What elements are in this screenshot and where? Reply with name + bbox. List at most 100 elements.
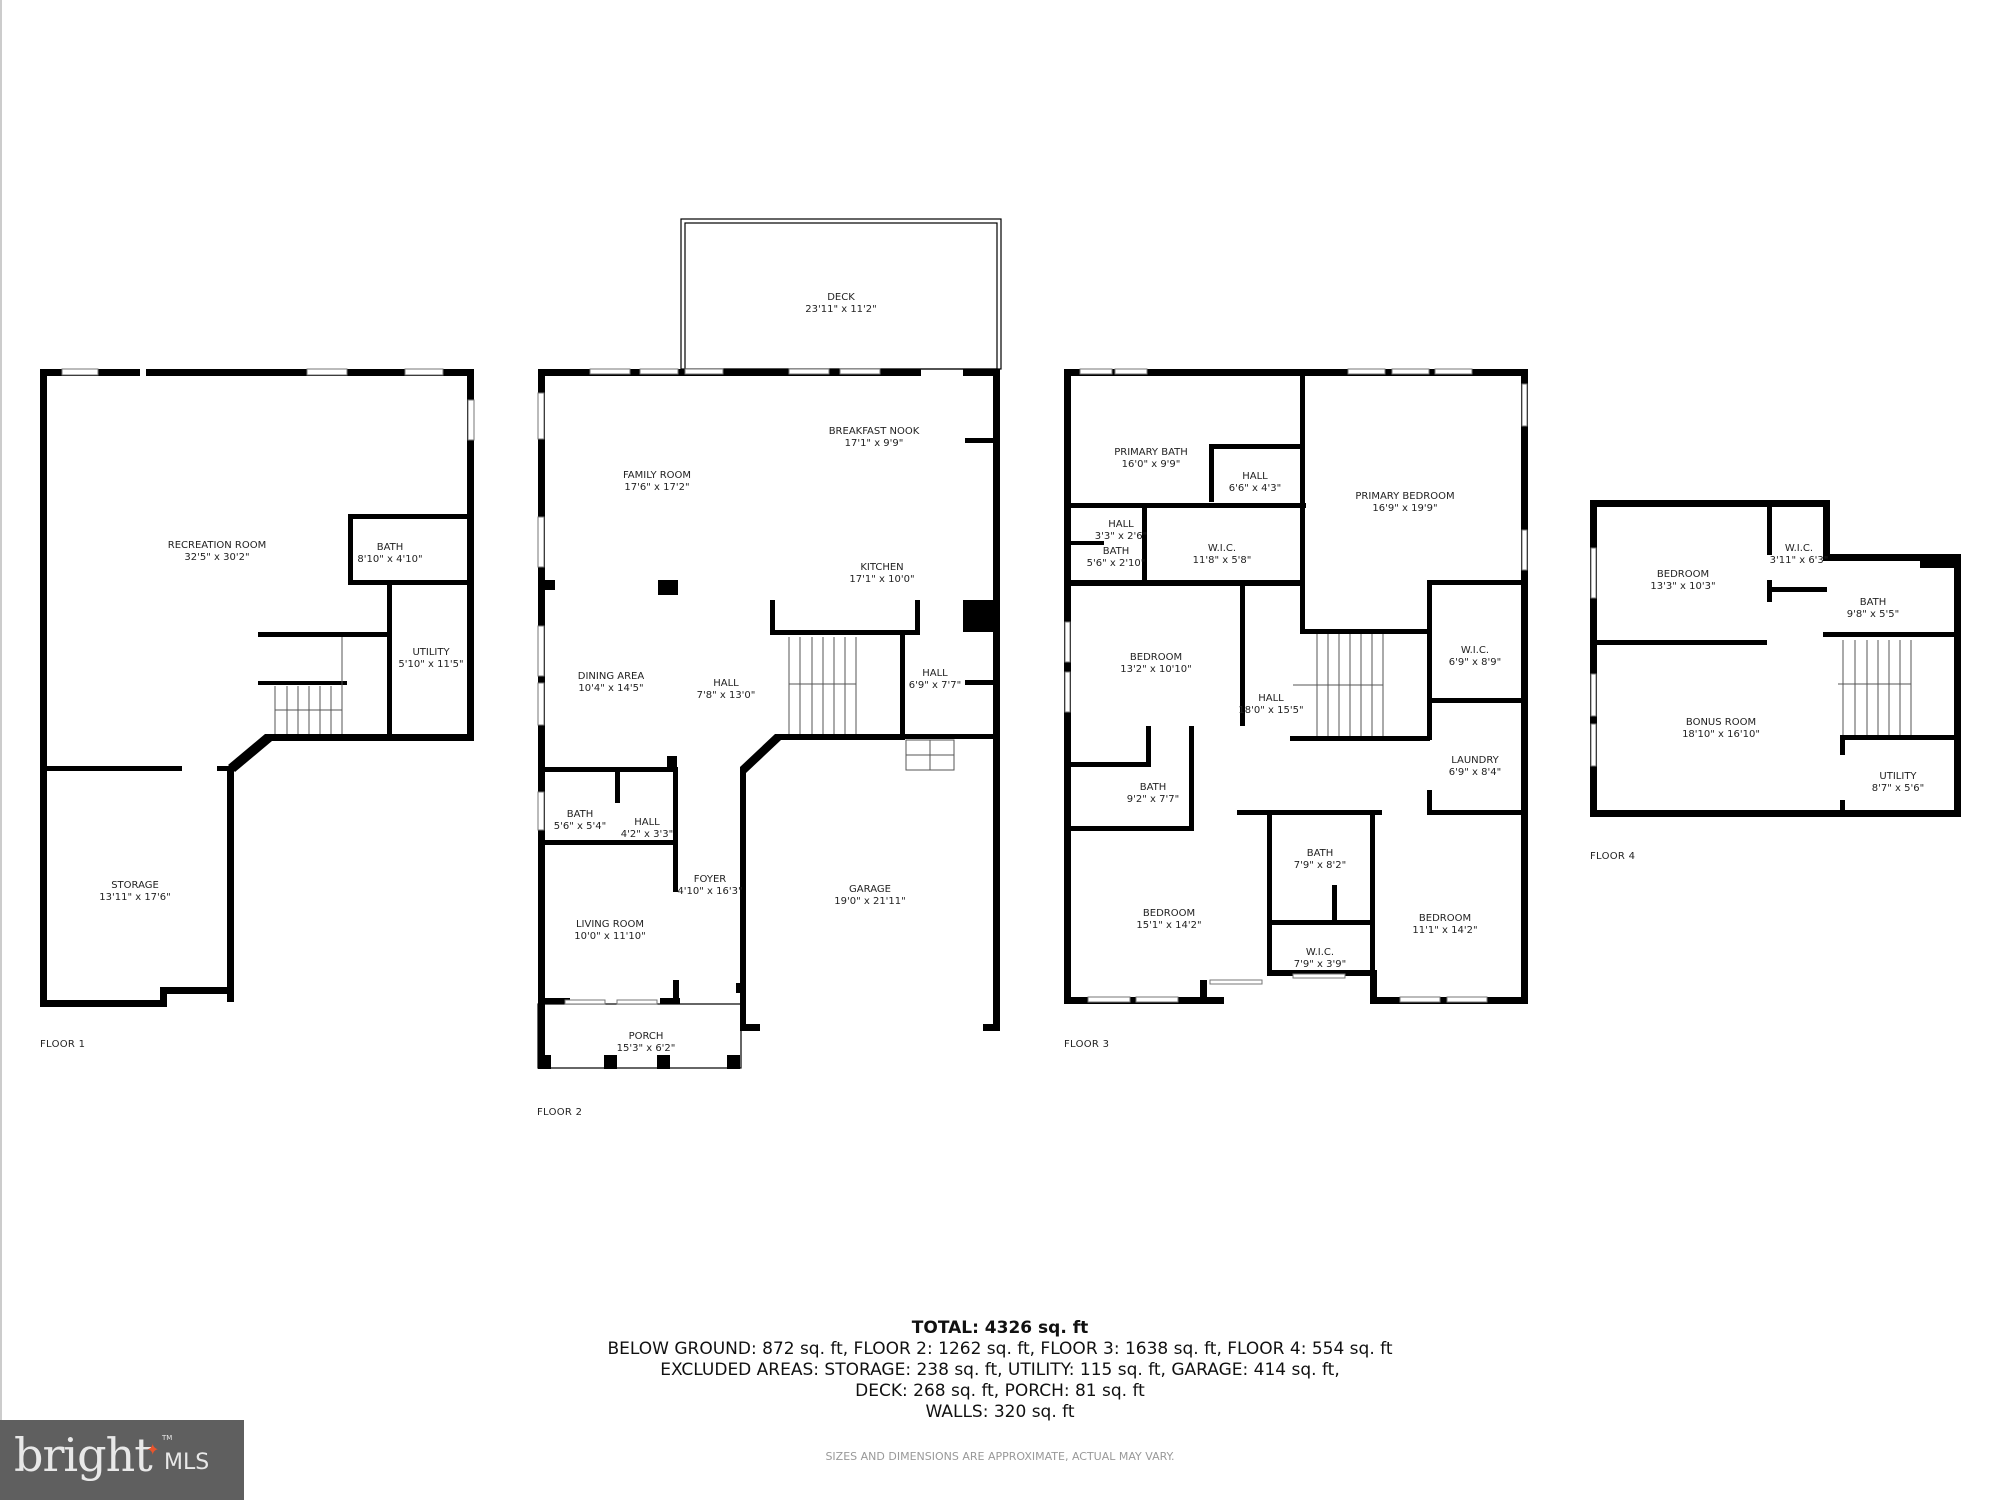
room-dims: 9'2" x 7'7" <box>1126 794 1180 805</box>
room-breakfast-nook: BREAKFAST NOOK 17'1" x 9'9" <box>829 426 920 450</box>
sparkle-icon: ✦ <box>146 1440 160 1459</box>
room-dims: 18'0" x 15'5" <box>1238 705 1304 716</box>
room-dims: 10'0" x 11'10" <box>574 931 646 942</box>
room-dims: 18'10" x 16'10" <box>1682 729 1760 740</box>
room-dims: 6'9" x 8'9" <box>1448 657 1502 668</box>
room-dims: 23'11" x 11'2" <box>805 304 877 315</box>
room-dims: 17'1" x 9'9" <box>844 438 904 449</box>
room-name: GARAGE <box>849 884 891 895</box>
room-bedroom-left: BEDROOM 15'1" x 14'2" <box>1136 908 1201 932</box>
room-name: BONUS ROOM <box>1685 717 1757 728</box>
room-dims: 3'3" x 2'6" <box>1094 531 1148 542</box>
room-hall-small: HALL 4'2" x 3'3" <box>621 817 673 841</box>
excluded-areas-continued: DECK: 268 sq. ft, PORCH: 81 sq. ft <box>855 1381 1145 1401</box>
room-name: W.I.C. <box>1460 645 1490 656</box>
floor-4-label: FLOOR 4 <box>1590 851 1636 862</box>
room-bath: BATH 8'10" x 4'10" <box>357 542 422 566</box>
total-area: TOTAL: 4326 sq. ft <box>911 1318 1089 1338</box>
room-dims: 9'8" x 5'5" <box>1846 609 1900 620</box>
walls-area: WALLS: 320 sq. ft <box>925 1402 1075 1422</box>
room-bath: BATH 9'2" x 7'7" <box>1127 782 1179 806</box>
floor-3-walls <box>1064 368 1528 1004</box>
room-name: LIVING ROOM <box>575 919 645 930</box>
room-hall-central: HALL 18'0" x 15'5" <box>1238 693 1303 717</box>
room-name: BATH <box>566 809 594 820</box>
room-name: KITCHEN <box>860 562 904 573</box>
room-dims: 15'1" x 14'2" <box>1136 920 1202 931</box>
room-name: DECK <box>827 292 855 303</box>
room-dims: 19'0" x 21'11" <box>834 896 906 907</box>
room-dims: 8'10" x 4'10" <box>357 554 423 565</box>
room-deck: DECK 23'11" x 11'2" <box>805 292 877 316</box>
room-dims: 13'3" x 10'3" <box>1650 581 1716 592</box>
trademark-mark: TM <box>162 1434 173 1442</box>
room-bonus-room: BONUS ROOM 18'10" x 16'10" <box>1682 717 1760 741</box>
room-name: HALL <box>634 817 660 828</box>
room-dims: 7'9" x 8'2" <box>1293 860 1347 871</box>
room-dims: 10'4" x 14'5" <box>578 683 644 694</box>
floor-4-walls <box>1590 500 1961 817</box>
room-name: BATH <box>1102 546 1130 557</box>
room-name: BREAKFAST NOOK <box>828 426 920 437</box>
room-wic: W.I.C. 6'9" x 8'9" <box>1449 645 1501 669</box>
room-name: BEDROOM <box>1142 908 1196 919</box>
room-bath-shared: BATH 7'9" x 8'2" <box>1294 848 1346 872</box>
floor-areas: BELOW GROUND: 872 sq. ft, FLOOR 2: 1262 … <box>607 1339 1393 1359</box>
floor-3-label: FLOOR 3 <box>1064 1039 1110 1050</box>
room-foyer: FOYER 4'10" x 16'3" <box>677 874 742 898</box>
floor-1-label: FLOOR 1 <box>40 1039 86 1050</box>
room-laundry: LAUNDRY 6'9" x 8'4" <box>1449 755 1501 779</box>
room-utility: UTILITY 8'7" x 5'6" <box>1872 771 1924 795</box>
room-kitchen: KITCHEN 17'1" x 10'0" <box>849 562 914 586</box>
room-primary-bedroom: PRIMARY BEDROOM 16'9" x 19'9" <box>1355 491 1454 515</box>
room-name: BEDROOM <box>1129 652 1183 663</box>
room-name: DINING AREA <box>577 671 645 682</box>
room-dims: 13'11" x 17'6" <box>99 892 171 903</box>
room-dims: 7'8" x 13'0" <box>696 690 756 701</box>
room-dining-area: DINING AREA 10'4" x 14'5" <box>578 671 644 695</box>
room-name: W.I.C. <box>1305 947 1335 958</box>
room-hall-side: HALL 6'9" x 7'7" <box>909 668 961 692</box>
room-name: HALL <box>1108 519 1134 530</box>
excluded-areas: EXCLUDED AREAS: STORAGE: 238 sq. ft, UTI… <box>660 1360 1340 1380</box>
room-name: STORAGE <box>111 880 159 891</box>
room-bedroom: BEDROOM 13'3" x 10'3" <box>1650 569 1715 593</box>
room-dims: 6'6" x 4'3" <box>1228 483 1282 494</box>
room-utility: UTILITY 5'10" x 11'5" <box>398 647 463 671</box>
room-dims: 5'6" x 5'4" <box>553 821 607 832</box>
room-bath: BATH 9'8" x 5'5" <box>1847 597 1899 621</box>
room-porch: PORCH 15'3" x 6'2" <box>617 1031 676 1055</box>
logo-mls-text: MLS <box>164 1450 210 1475</box>
room-living-room: LIVING ROOM 10'0" x 11'10" <box>574 919 646 943</box>
room-bath: BATH 5'6" x 5'4" <box>554 809 606 833</box>
room-garage: GARAGE 19'0" x 21'11" <box>834 884 906 908</box>
room-name: BATH <box>376 542 404 553</box>
room-bath-small: BATH 5'6" x 2'10" <box>1087 546 1146 570</box>
room-bedroom: BEDROOM 13'2" x 10'10" <box>1120 652 1192 676</box>
logo-wordmark: bright <box>14 1428 153 1482</box>
room-name: BATH <box>1139 782 1167 793</box>
room-name: PRIMARY BEDROOM <box>1355 491 1455 502</box>
room-name: BEDROOM <box>1656 569 1710 580</box>
room-dims: 4'10" x 16'3" <box>677 886 743 897</box>
room-name: HALL <box>713 678 739 689</box>
room-name: UTILITY <box>412 647 450 658</box>
room-dims: 11'8" x 5'8" <box>1192 555 1252 566</box>
room-dims: 4'2" x 3'3" <box>620 829 674 840</box>
room-dims: 8'7" x 5'6" <box>1871 783 1925 794</box>
room-name: W.I.C. <box>1784 543 1814 554</box>
room-dims: 6'9" x 7'7" <box>908 680 962 691</box>
room-name: PRIMARY BATH <box>1114 447 1188 458</box>
floor-2-walls <box>537 218 1002 1069</box>
room-dims: 15'3" x 6'2" <box>616 1043 676 1054</box>
room-dims: 17'6" x 17'2" <box>624 482 690 493</box>
room-hall: HALL 6'6" x 4'3" <box>1229 471 1281 495</box>
room-dims: 17'1" x 10'0" <box>849 574 915 585</box>
room-storage: STORAGE 13'11" x 17'6" <box>99 880 171 904</box>
room-name: UTILITY <box>1879 771 1917 782</box>
room-wic-primary: W.I.C. 11'8" x 5'8" <box>1193 543 1252 567</box>
room-name: FOYER <box>693 874 727 885</box>
room-hall-main: HALL 7'8" x 13'0" <box>697 678 756 702</box>
